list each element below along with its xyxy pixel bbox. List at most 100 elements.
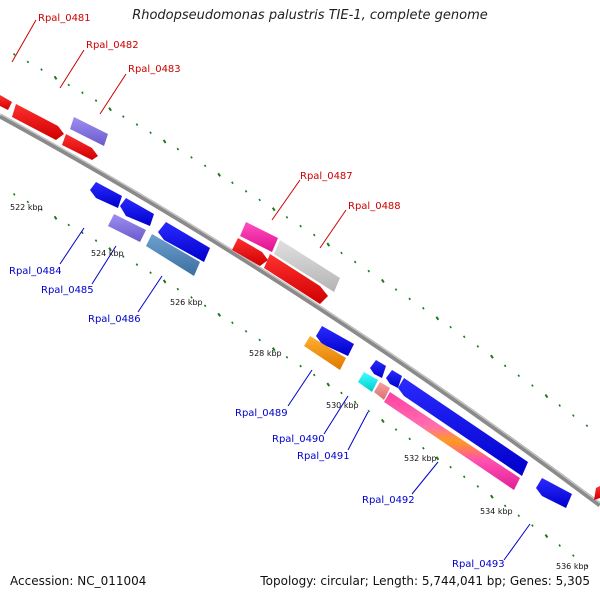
label-rpal-0492[interactable]: Rpal_0492	[362, 495, 415, 506]
inner-tick-20	[271, 347, 276, 352]
inner-tick-37	[503, 504, 507, 508]
gene-rpal-0488-grey[interactable]	[274, 240, 340, 292]
outer-tick-29	[394, 288, 398, 291]
gene-rpal-0490a[interactable]	[370, 360, 386, 378]
gene-rpal-0494[interactable]	[594, 486, 600, 500]
label-rpal-0489[interactable]: Rpal_0489	[235, 408, 288, 419]
accession-text: Accession: NC_011004	[10, 574, 147, 588]
label-rpal-0487[interactable]: Rpal_0487	[300, 171, 353, 182]
outer-tick-18	[244, 189, 248, 193]
outer-tick-16	[217, 172, 222, 177]
genome-summary-text: Topology: circular; Length: 5,744,041 bp…	[260, 574, 590, 588]
inner-tick-1	[12, 193, 16, 196]
tick-label-526: 526 kbp	[170, 298, 203, 307]
tick-label-524: 524 kbp	[91, 249, 124, 258]
leader-rpal-0483	[99, 73, 127, 115]
label-rpal-0484[interactable]: Rpal_0484	[9, 266, 62, 277]
inner-tick-4	[53, 215, 58, 220]
outer-tick-14	[190, 156, 193, 159]
gene-rpal-0486-steel[interactable]	[146, 234, 200, 276]
label-rpal-0486[interactable]: Rpal_0486	[88, 314, 141, 325]
outer-tick-41	[558, 404, 561, 407]
gene-rpal-0490[interactable]	[358, 372, 378, 392]
gene-rpal-0481[interactable]	[12, 104, 64, 140]
gene-rpal-0485[interactable]	[108, 214, 146, 242]
gene-rpal-0480[interactable]	[0, 95, 12, 110]
leader-rpal-0485	[91, 245, 117, 285]
gene-rpal-0483[interactable]	[70, 117, 108, 146]
gene-rpal-0489a[interactable]	[316, 326, 354, 356]
inner-tick-3	[40, 208, 43, 211]
label-rpal-0483[interactable]: Rpal_0483	[128, 64, 181, 75]
inner-tick-21	[285, 355, 289, 359]
gene-rpal-0482[interactable]	[62, 134, 98, 160]
gene-rpal-0491[interactable]	[374, 382, 390, 400]
outer-tick-4	[53, 75, 58, 80]
gene-rpal-0492-blue[interactable]	[398, 378, 528, 476]
outer-tick-28	[380, 278, 385, 283]
gene-labels: Rpal_0481 Rpal_0482 Rpal_0483 Rpal_0487 …	[9, 13, 505, 570]
label-rpal-0482[interactable]: Rpal_0482	[86, 40, 139, 51]
label-rpal-0485[interactable]: Rpal_0485	[41, 285, 94, 296]
inner-tick-30	[408, 437, 411, 441]
outer-tick-24	[326, 242, 331, 247]
gene-rpal-0484a[interactable]	[90, 182, 122, 208]
inner-tick-24	[326, 382, 331, 387]
inner-tick-22	[299, 364, 302, 368]
label-leaders	[11, 19, 531, 561]
outer-tick-7	[94, 99, 98, 102]
label-rpal-0490[interactable]: Rpal_0490	[272, 434, 325, 445]
inner-tick-2	[26, 200, 30, 204]
label-rpal-0488[interactable]: Rpal_0488	[348, 201, 401, 212]
page-title: Rhodopseudomonas palustris TIE-1, comple…	[132, 8, 488, 23]
genome-backbone	[0, 113, 600, 508]
inner-tick-26	[353, 400, 357, 404]
outer-tick-23	[312, 233, 316, 237]
reverse-strand-genes	[90, 182, 572, 508]
gene-rpal-0486b[interactable]	[232, 238, 268, 266]
gene-rpal-0488[interactable]	[264, 254, 328, 304]
inner-tick-12	[162, 279, 167, 284]
gene-rpal-0490b[interactable]	[386, 370, 402, 388]
gene-rpal-0487[interactable]	[240, 222, 278, 252]
tick-labels: 522 kbp 524 kbp 526 kbp 528 kbp 530 kbp …	[10, 203, 589, 571]
inner-tick-27	[367, 409, 371, 413]
outer-tick-30	[408, 297, 411, 301]
inner-tick-33	[449, 465, 452, 469]
leader-rpal-0487	[271, 179, 301, 221]
leader-rpal-0484	[59, 227, 85, 265]
inner-tick-8	[108, 247, 112, 252]
outer-tick-20	[271, 207, 276, 212]
gene-rpal-0489[interactable]	[304, 336, 346, 370]
leader-rpal-0492	[411, 461, 439, 495]
outer-tick-1	[12, 53, 16, 56]
outer-tick-26	[353, 260, 357, 264]
tick-label-534: 534 kbp	[480, 507, 513, 516]
outer-tick-40	[544, 394, 549, 399]
outer-tick-21	[285, 215, 289, 219]
outer-tick-10	[135, 123, 139, 126]
inner-tick-32	[435, 456, 440, 461]
tick-label-530: 530 kbp	[326, 401, 359, 410]
gene-rpal-0486[interactable]	[158, 222, 210, 262]
gene-rpal-0493[interactable]	[536, 478, 572, 508]
label-rpal-0493[interactable]: Rpal_0493	[452, 559, 505, 570]
inner-tick-19	[258, 338, 261, 342]
inner-tick-25	[340, 391, 343, 395]
inner-tick-42	[572, 554, 575, 557]
gene-rpal-0492[interactable]	[384, 392, 520, 490]
inner-tick-35	[476, 485, 480, 488]
outer-tick-31	[422, 306, 425, 310]
outer-tick-43	[585, 424, 589, 428]
outer-tick-3	[40, 68, 43, 71]
outer-tick-17	[231, 181, 234, 185]
gene-rpal-0484b[interactable]	[120, 198, 154, 226]
outer-tick-12	[162, 139, 167, 144]
label-rpal-0481[interactable]: Rpal_0481	[38, 13, 91, 24]
inner-tick-38	[517, 514, 521, 518]
inner-tick-23	[312, 373, 316, 377]
outer-tick-5	[67, 83, 71, 87]
label-rpal-0491[interactable]: Rpal_0491	[297, 451, 350, 462]
